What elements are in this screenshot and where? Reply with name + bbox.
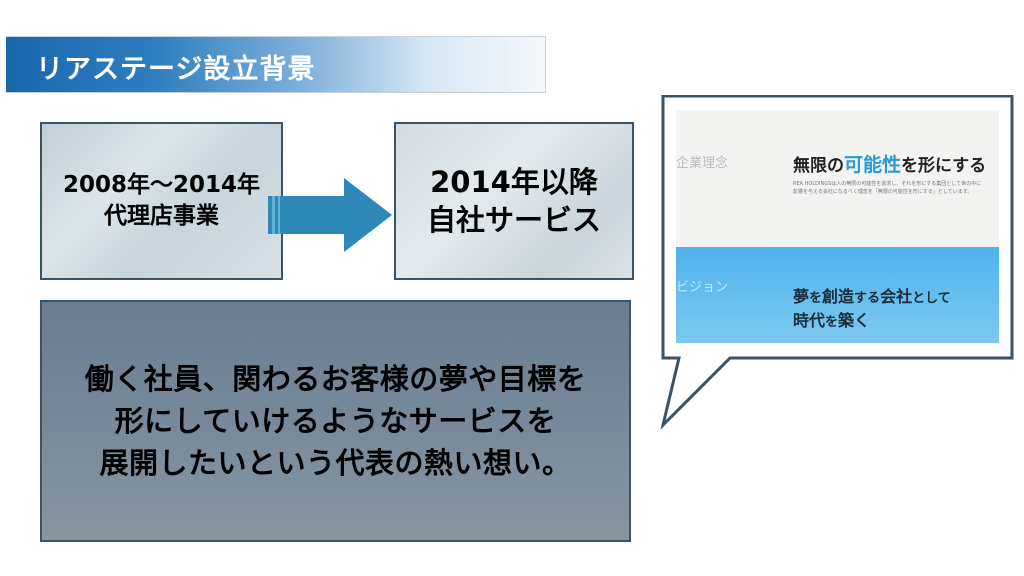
arrow-stripe <box>272 196 275 234</box>
right-box-line1: 2014年以降 <box>430 164 598 199</box>
bottom-box-line1: 働く社員、関わるお客様の夢や目標を <box>84 361 587 396</box>
vision-part: として <box>912 291 951 306</box>
left-box-text: 2008年～2014年 代理店事業 <box>63 170 260 232</box>
concept-head-part: を形にする <box>901 156 987 176</box>
slide-title: リアステージ設立背景 <box>36 54 316 85</box>
concept-description: REA HOLDINGSは人の無限の可能性を追求し、それを形にする集団として世の… <box>793 181 982 195</box>
right-photo-veil <box>396 124 632 278</box>
vision-part: を <box>809 291 823 306</box>
right-photo-box: 2014年以降 自社サービス <box>394 122 634 280</box>
vision-line2: 時代を築く <box>793 309 951 333</box>
vision-heading: 夢を創造する会社として 時代を築く <box>793 285 951 333</box>
bottom-box-text: 働く社員、関わるお客様の夢や目標を 形にしていけるようなサービスを 展開したいと… <box>85 358 587 484</box>
arrow-stripe <box>278 196 280 234</box>
concept-head-part: 無限の <box>793 156 844 176</box>
vision-part: 創造 <box>822 287 855 306</box>
vision-part: する <box>854 291 881 306</box>
concept-head-highlight: 可能性 <box>844 154 902 176</box>
right-arrow-icon <box>268 178 392 252</box>
arrow-head <box>344 178 392 252</box>
vision-line1: 夢を創造する会社として <box>793 285 951 309</box>
concept-panel <box>676 110 999 247</box>
left-photo-veil <box>42 124 281 278</box>
right-box-text: 2014年以降 自社サービス <box>427 163 601 240</box>
left-box-line2: 代理店事業 <box>104 203 219 229</box>
bottom-photo-veil <box>42 302 629 540</box>
vision-panel <box>676 247 999 343</box>
vision-label: ビジョン <box>676 280 729 295</box>
vision-part: 時代 <box>793 310 826 330</box>
vision-part: 築く <box>838 310 871 330</box>
title-bar: リアステージ設立背景 <box>6 36 546 93</box>
bottom-photo-box: 働く社員、関わるお客様の夢や目標を 形にしていけるようなサービスを 展開したいと… <box>40 300 631 542</box>
left-box-line1: 2008年～2014年 <box>62 171 261 198</box>
left-photo-box: 2008年～2014年 代理店事業 <box>40 122 283 280</box>
vision-part: を <box>825 314 839 330</box>
arrow-shaft <box>268 196 344 234</box>
vision-part: 会社 <box>880 287 913 306</box>
right-box-line2: 自社サービス <box>426 203 601 237</box>
concept-label: 企業理念 <box>676 156 729 171</box>
concept-heading: 無限の可能性を形にする <box>793 150 986 177</box>
vision-part: 夢 <box>793 287 810 306</box>
bottom-box-line3: 展開したいという代表の熱い想い。 <box>99 446 572 481</box>
bottom-box-line2: 形にしていけるようなサービスを <box>114 403 557 438</box>
